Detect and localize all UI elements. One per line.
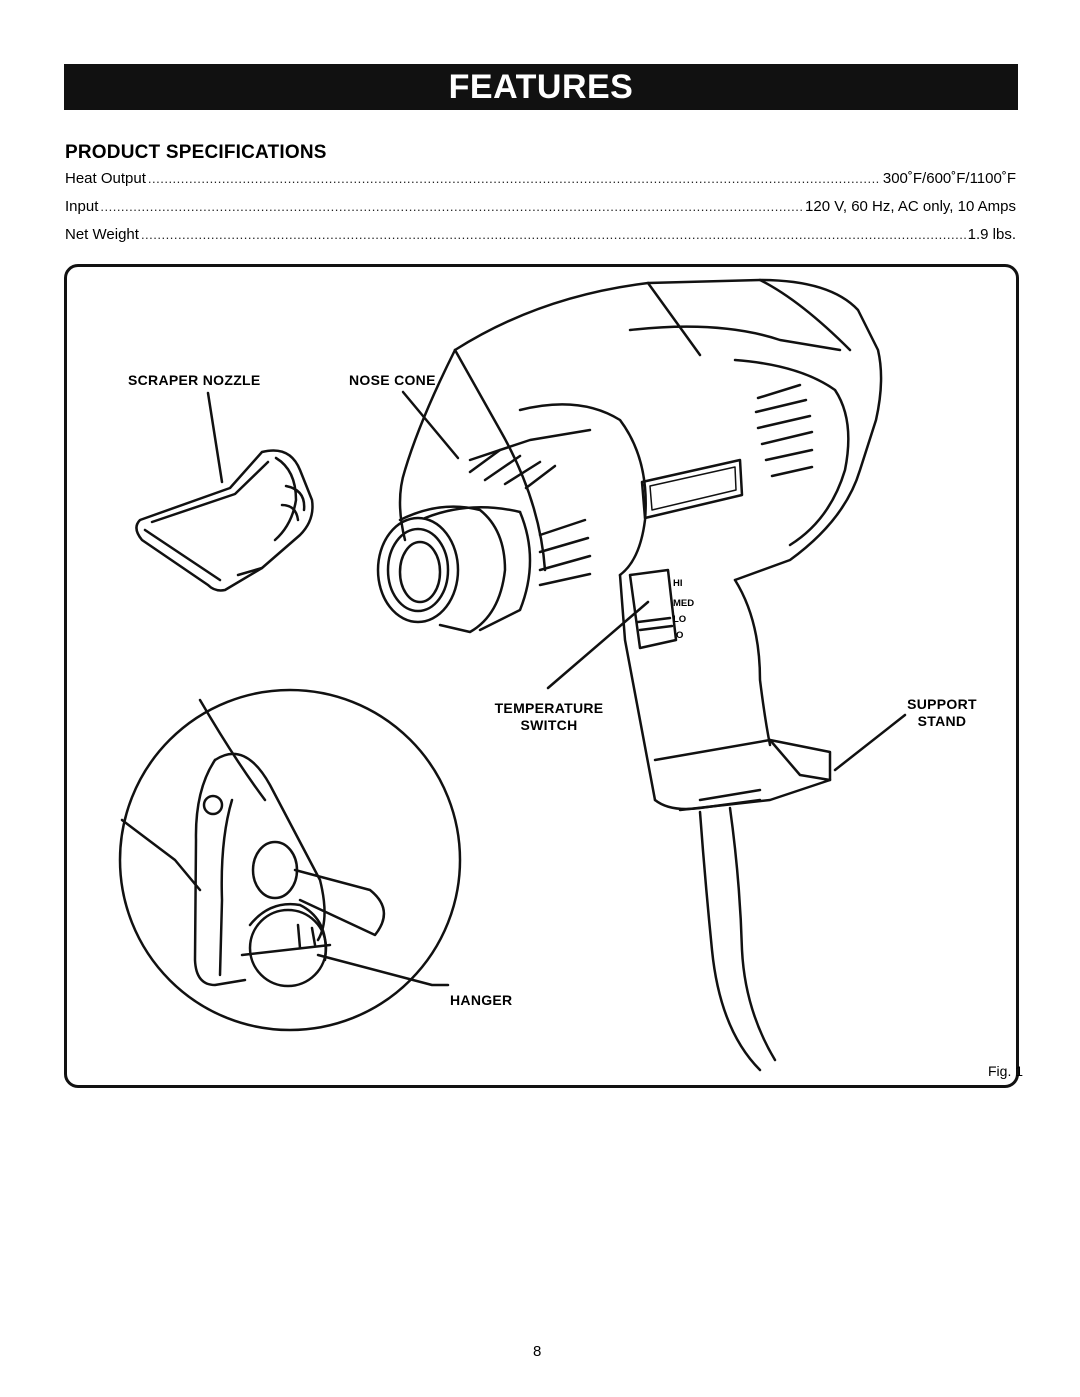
specifications-heading: PRODUCT SPECIFICATIONS — [65, 142, 327, 163]
callout-line: SWITCH — [520, 717, 578, 733]
callout-line: STAND — [917, 713, 967, 729]
spec-row-net-weight: Net Weight 1.9 lbs. — [65, 226, 1016, 254]
banner-title: FEATURES — [448, 68, 634, 106]
spec-label: Input — [65, 198, 99, 215]
hanger-detail-drawing — [118, 688, 462, 1032]
switch-setting-med: MED — [673, 598, 695, 609]
scraper-nozzle-drawing — [135, 449, 314, 592]
figure-frame — [64, 264, 1019, 1088]
callout-support-stand: SUPPORT STAND — [904, 696, 980, 730]
switch-setting-hi: HI — [673, 578, 683, 589]
spec-row-heat-output: Heat Output 300˚F/600˚F/1100˚F — [65, 170, 1016, 198]
spec-value: 120 V, 60 Hz, AC only, 10 Amps — [805, 198, 1016, 215]
spec-value: 300˚F/600˚F/1100˚F — [882, 170, 1016, 187]
callout-line: SUPPORT — [907, 696, 977, 712]
callout-leaders — [206, 390, 907, 987]
figure-caption: Fig. 1 — [988, 1063, 1024, 1079]
callout-line: TEMPERATURE — [494, 700, 604, 716]
callout-hanger: HANGER — [450, 992, 513, 1008]
specifications-list: Heat Output 300˚F/600˚F/1100˚F Input 120… — [65, 170, 1016, 254]
callout-nose-cone: NOSE CONE — [349, 372, 436, 388]
callout-temperature-switch: TEMPERATURE SWITCH — [492, 700, 606, 734]
spec-label: Net Weight — [65, 226, 139, 243]
heat-gun-drawing — [376, 278, 883, 1072]
switch-setting-off: O — [676, 630, 684, 641]
callout-scraper-nozzle: SCRAPER NOZZLE — [128, 372, 261, 388]
spec-label: Heat Output — [65, 170, 146, 187]
spec-row-input: Input 120 V, 60 Hz, AC only, 10 Amps — [65, 198, 1016, 226]
features-banner: FEATURES — [64, 64, 1018, 110]
switch-setting-lo: LO — [673, 614, 687, 625]
spec-value: 1.9 lbs. — [967, 226, 1016, 243]
page-number: 8 — [533, 1343, 542, 1360]
